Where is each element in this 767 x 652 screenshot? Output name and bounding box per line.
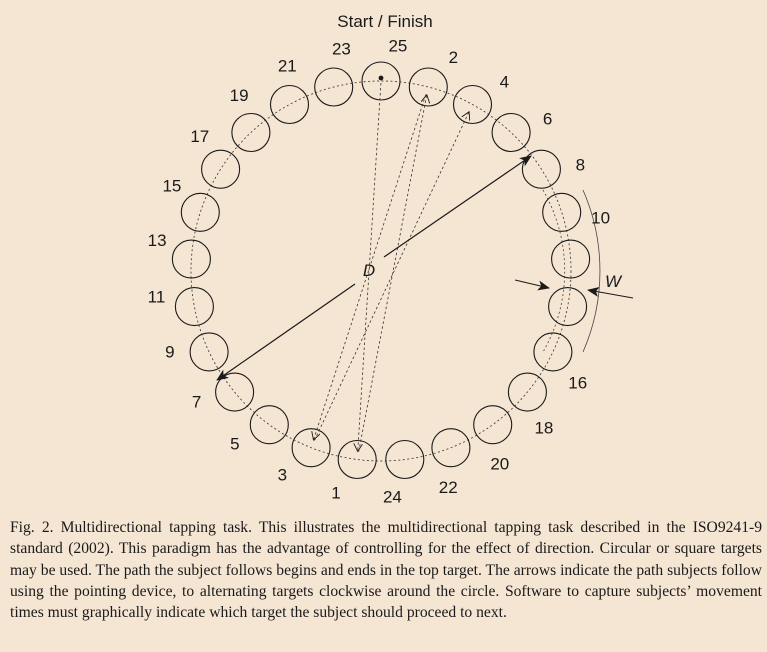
target-label-22: 22: [439, 478, 458, 497]
target-circle-3: [291, 428, 331, 468]
target-circle-16: [533, 332, 573, 372]
caption-label: Fig. 2.: [10, 519, 54, 536]
target-circle-2: [408, 67, 448, 107]
target-label-17: 17: [190, 127, 209, 146]
target-label-1: 1: [331, 484, 340, 503]
target-circle-17: [201, 149, 241, 189]
target-label-5: 5: [230, 434, 239, 453]
target-label-8: 8: [576, 156, 585, 175]
tapping-task-diagram: Start / Finish 2524681016182022241357911…: [148, 12, 634, 507]
target-label-19: 19: [230, 86, 249, 105]
target-circle-13: [171, 239, 211, 279]
width-arrow-right: [587, 287, 634, 299]
width-label: W: [605, 272, 623, 291]
target-label-23: 23: [332, 40, 351, 59]
target-circle-11: [174, 287, 214, 327]
path-segment-1-to-2: [358, 95, 427, 452]
path-circle: [190, 80, 572, 462]
target-label-2: 2: [449, 48, 458, 67]
start-dot: [378, 75, 384, 81]
target-label-21: 21: [278, 56, 297, 75]
target-circle-21: [269, 84, 310, 125]
path-segment-3-to-4: [314, 112, 470, 441]
width-bracket-inner: [542, 189, 566, 353]
target-circle-9: [189, 332, 229, 372]
target-circle-8: [521, 149, 561, 189]
target-circle-10: [542, 192, 582, 232]
distance-label: D: [363, 261, 375, 280]
target-label-20: 20: [490, 454, 509, 473]
target-circle-1: [337, 439, 377, 480]
caption-text: Multidirectional tapping task. This illu…: [10, 519, 762, 622]
target-circle-25: [361, 61, 401, 101]
figure-caption: Fig. 2. Multidirectional tapping task. T…: [10, 517, 762, 623]
width-bracket-outer: [582, 189, 601, 353]
target-circle-15: [180, 192, 220, 232]
target-label-4: 4: [500, 73, 509, 92]
target-circle-23: [314, 67, 354, 107]
paths-group: [314, 82, 470, 452]
target-label-10: 10: [591, 209, 610, 228]
target-circle-5: [249, 405, 289, 445]
target-label-13: 13: [148, 231, 167, 250]
target-circle-20: [473, 405, 513, 445]
path-segment-25-to-1: [358, 82, 382, 452]
target-label-15: 15: [162, 176, 181, 195]
distance-arrow-right: [383, 155, 532, 258]
target-circle-22: [431, 428, 471, 468]
target-label-11: 11: [148, 288, 166, 307]
target-circle-7: [215, 372, 255, 412]
target-circle-19: [231, 112, 271, 153]
target-circle-18: [507, 372, 547, 412]
target-label-3: 3: [278, 465, 287, 484]
diagram-title: Start / Finish: [337, 12, 432, 31]
target-circle-24: [385, 439, 425, 480]
target-circle-12: [551, 239, 591, 279]
path-segment-2-to-3: [314, 94, 427, 440]
target-circle-6: [491, 112, 531, 153]
target-label-25: 25: [388, 37, 407, 56]
target-circle-14: [548, 287, 588, 327]
target-label-7: 7: [192, 393, 201, 412]
target-label-16: 16: [568, 373, 587, 392]
target-circle-4: [452, 84, 493, 125]
target-label-24: 24: [383, 488, 402, 507]
target-label-9: 9: [165, 343, 174, 362]
target-label-18: 18: [534, 419, 553, 438]
distance-arrow-left: [216, 283, 356, 381]
target-label-6: 6: [543, 109, 552, 128]
width-arrow-left: [514, 279, 550, 291]
